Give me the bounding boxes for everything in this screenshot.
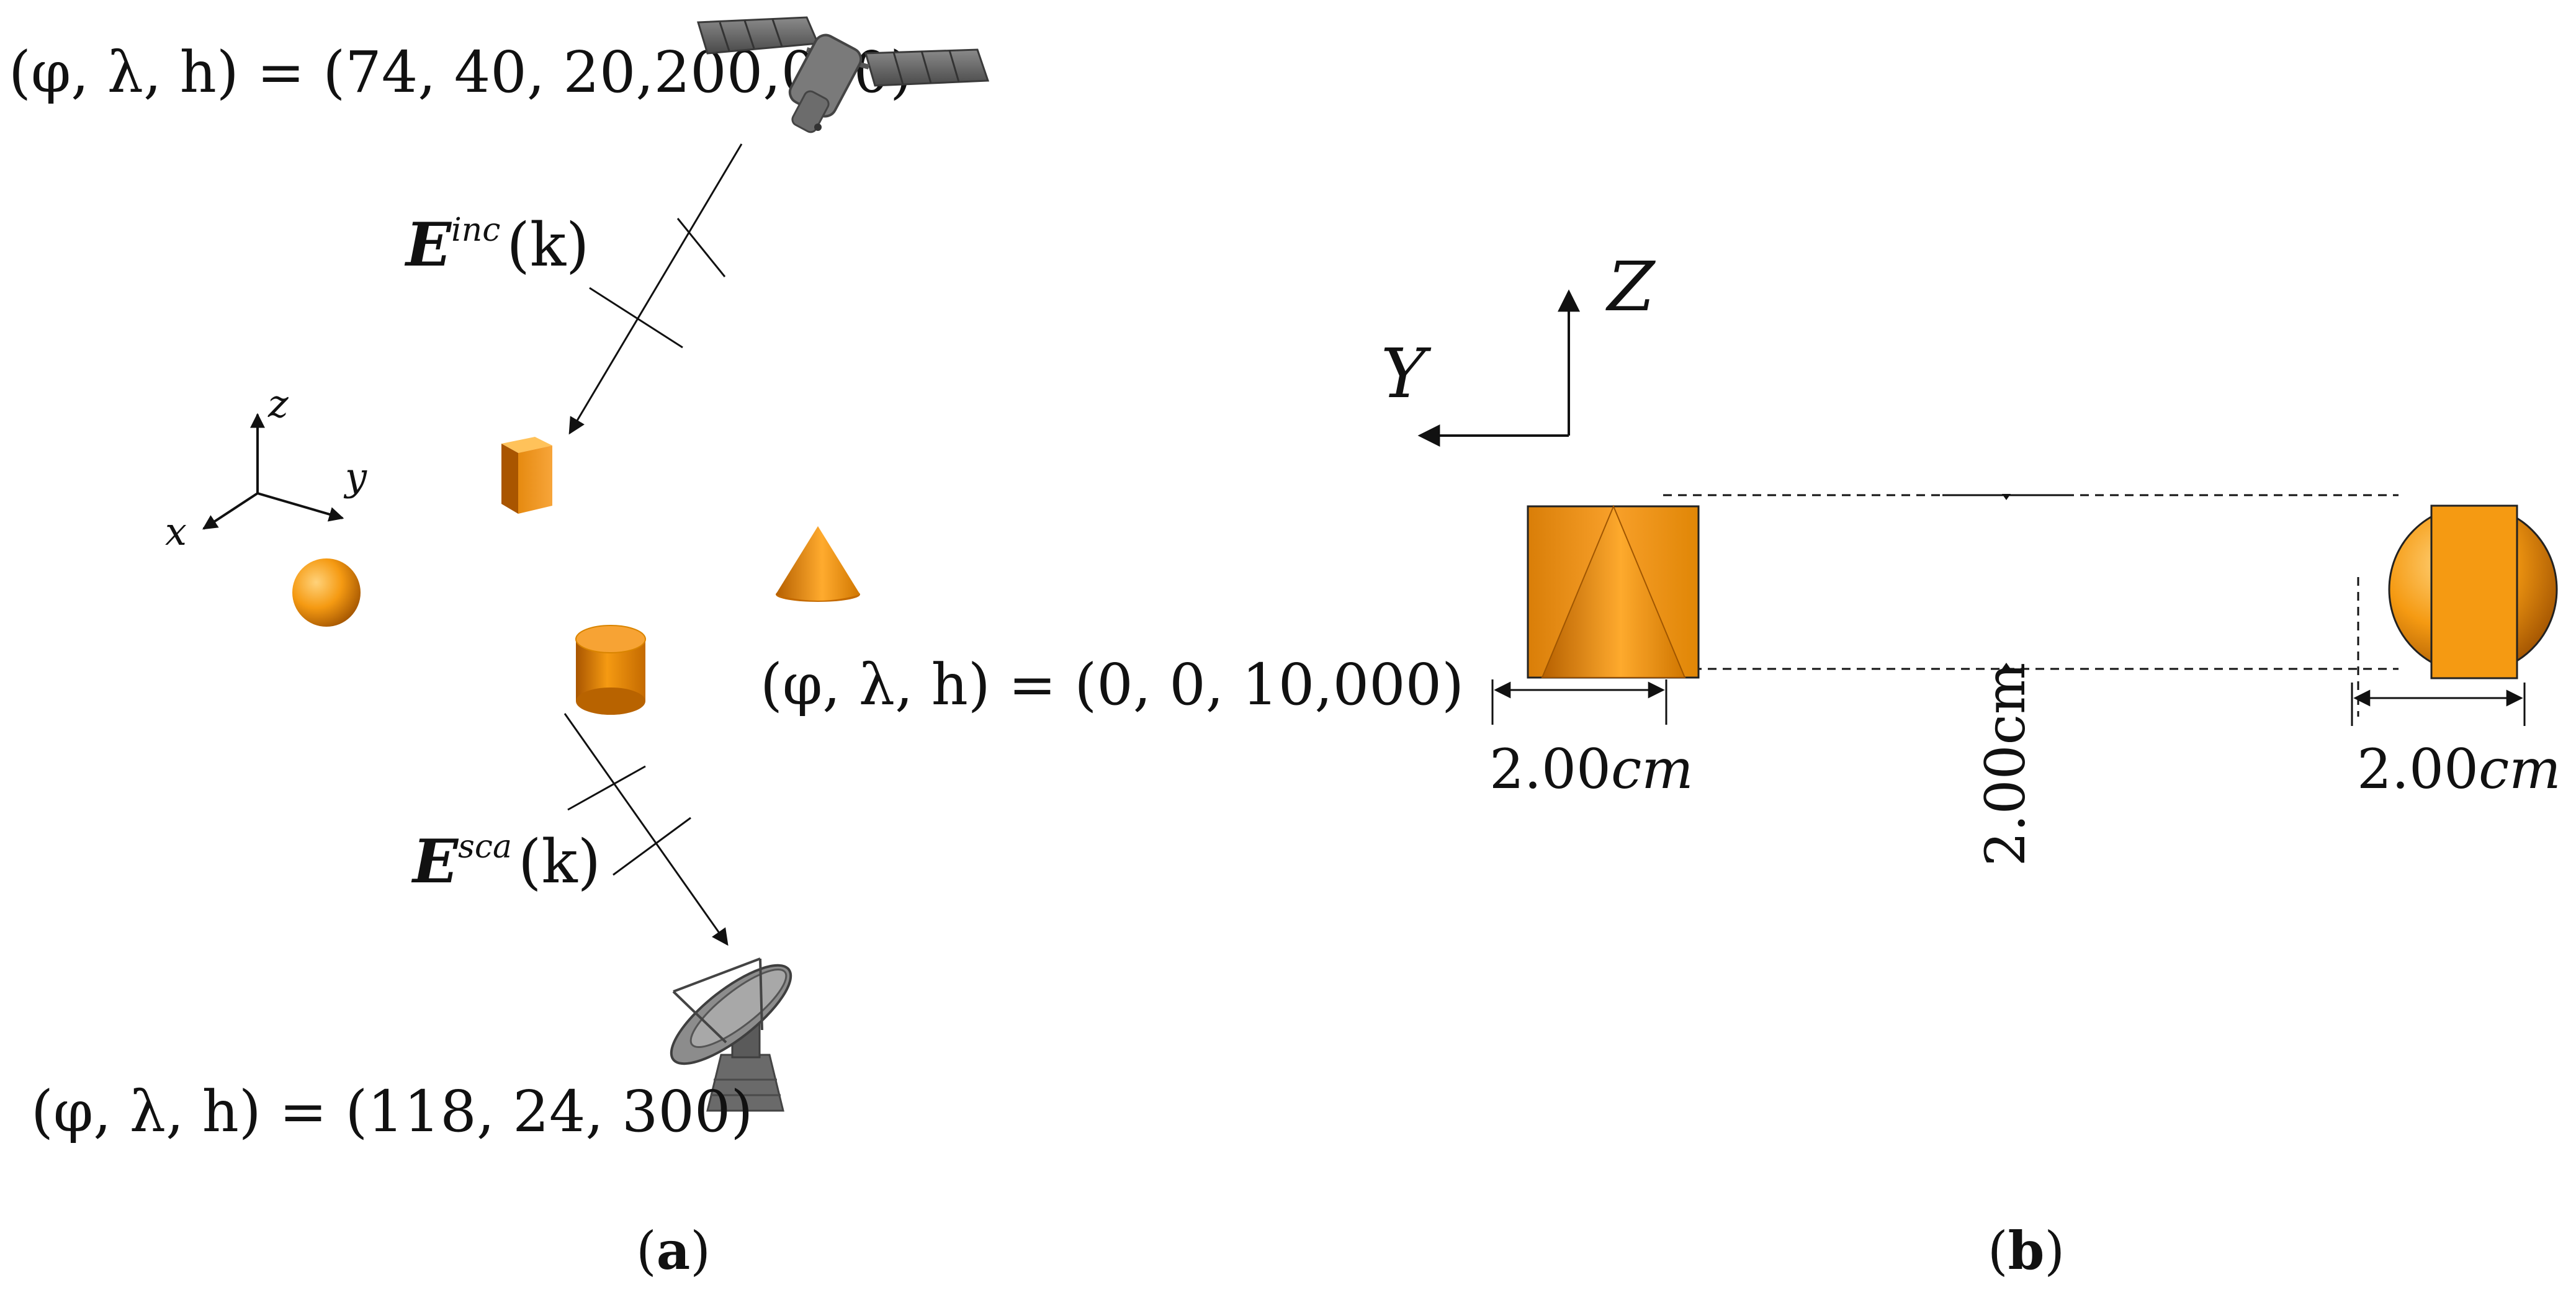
panel-b: Z Y 2.00cm 2.00cm bbox=[1381, 247, 2561, 1281]
axis-Z-label: Z bbox=[1605, 247, 1656, 326]
satellite-coordinates: (φ, λ, h) = (74, 40, 20,200,000) bbox=[9, 39, 912, 105]
axis-z-label: z bbox=[267, 381, 289, 426]
scattered-ray bbox=[563, 713, 729, 946]
incident-ray bbox=[568, 143, 743, 435]
cone-target bbox=[776, 526, 860, 602]
middle-dimension-label: 2.00cm bbox=[1973, 663, 2037, 867]
axis-y-label: y bbox=[343, 454, 367, 499]
sphere-box-side-view bbox=[2388, 504, 2558, 679]
caption-b: (b) bbox=[1988, 1220, 2065, 1281]
radar-dish-icon bbox=[670, 957, 792, 1112]
cylinder-cone-front-view bbox=[1527, 504, 1700, 679]
right-dimension: 2.00cm bbox=[2351, 683, 2561, 801]
cylinder-target bbox=[575, 625, 646, 715]
axis-Y-label: Y bbox=[1381, 334, 1432, 413]
target-coordinates: (φ, λ, h) = (0, 0, 10,000) bbox=[760, 652, 1464, 718]
local-axes: z y x bbox=[165, 381, 367, 554]
middle-dimension: 2.00cm bbox=[1942, 494, 2070, 866]
incident-field-label: Einc(k) bbox=[404, 210, 590, 280]
incident-wavefront-2 bbox=[589, 287, 683, 349]
scattered-wavefront-1 bbox=[567, 765, 646, 811]
scattered-wavefront-2 bbox=[613, 817, 691, 876]
axis-x-label: x bbox=[165, 509, 187, 554]
scattered-field-label: Esca(k) bbox=[411, 826, 601, 897]
left-dimension-label: 2.00cm bbox=[1489, 737, 1694, 801]
caption-a: (a) bbox=[636, 1220, 711, 1281]
panel-a: (φ, λ, h) = (74, 40, 20,200,000) Einc(k) bbox=[9, 16, 1464, 1281]
box-target bbox=[501, 437, 552, 514]
left-dimension: 2.00cm bbox=[1489, 679, 1694, 801]
yz-axes: Z Y bbox=[1381, 247, 1656, 447]
satellite-icon bbox=[697, 16, 990, 133]
station-coordinates: (φ, λ, h) = (118, 24, 300) bbox=[31, 1078, 753, 1145]
sphere-target bbox=[292, 558, 361, 627]
right-dimension-label: 2.00cm bbox=[2357, 737, 2561, 801]
incident-wavefront-1 bbox=[676, 218, 726, 277]
